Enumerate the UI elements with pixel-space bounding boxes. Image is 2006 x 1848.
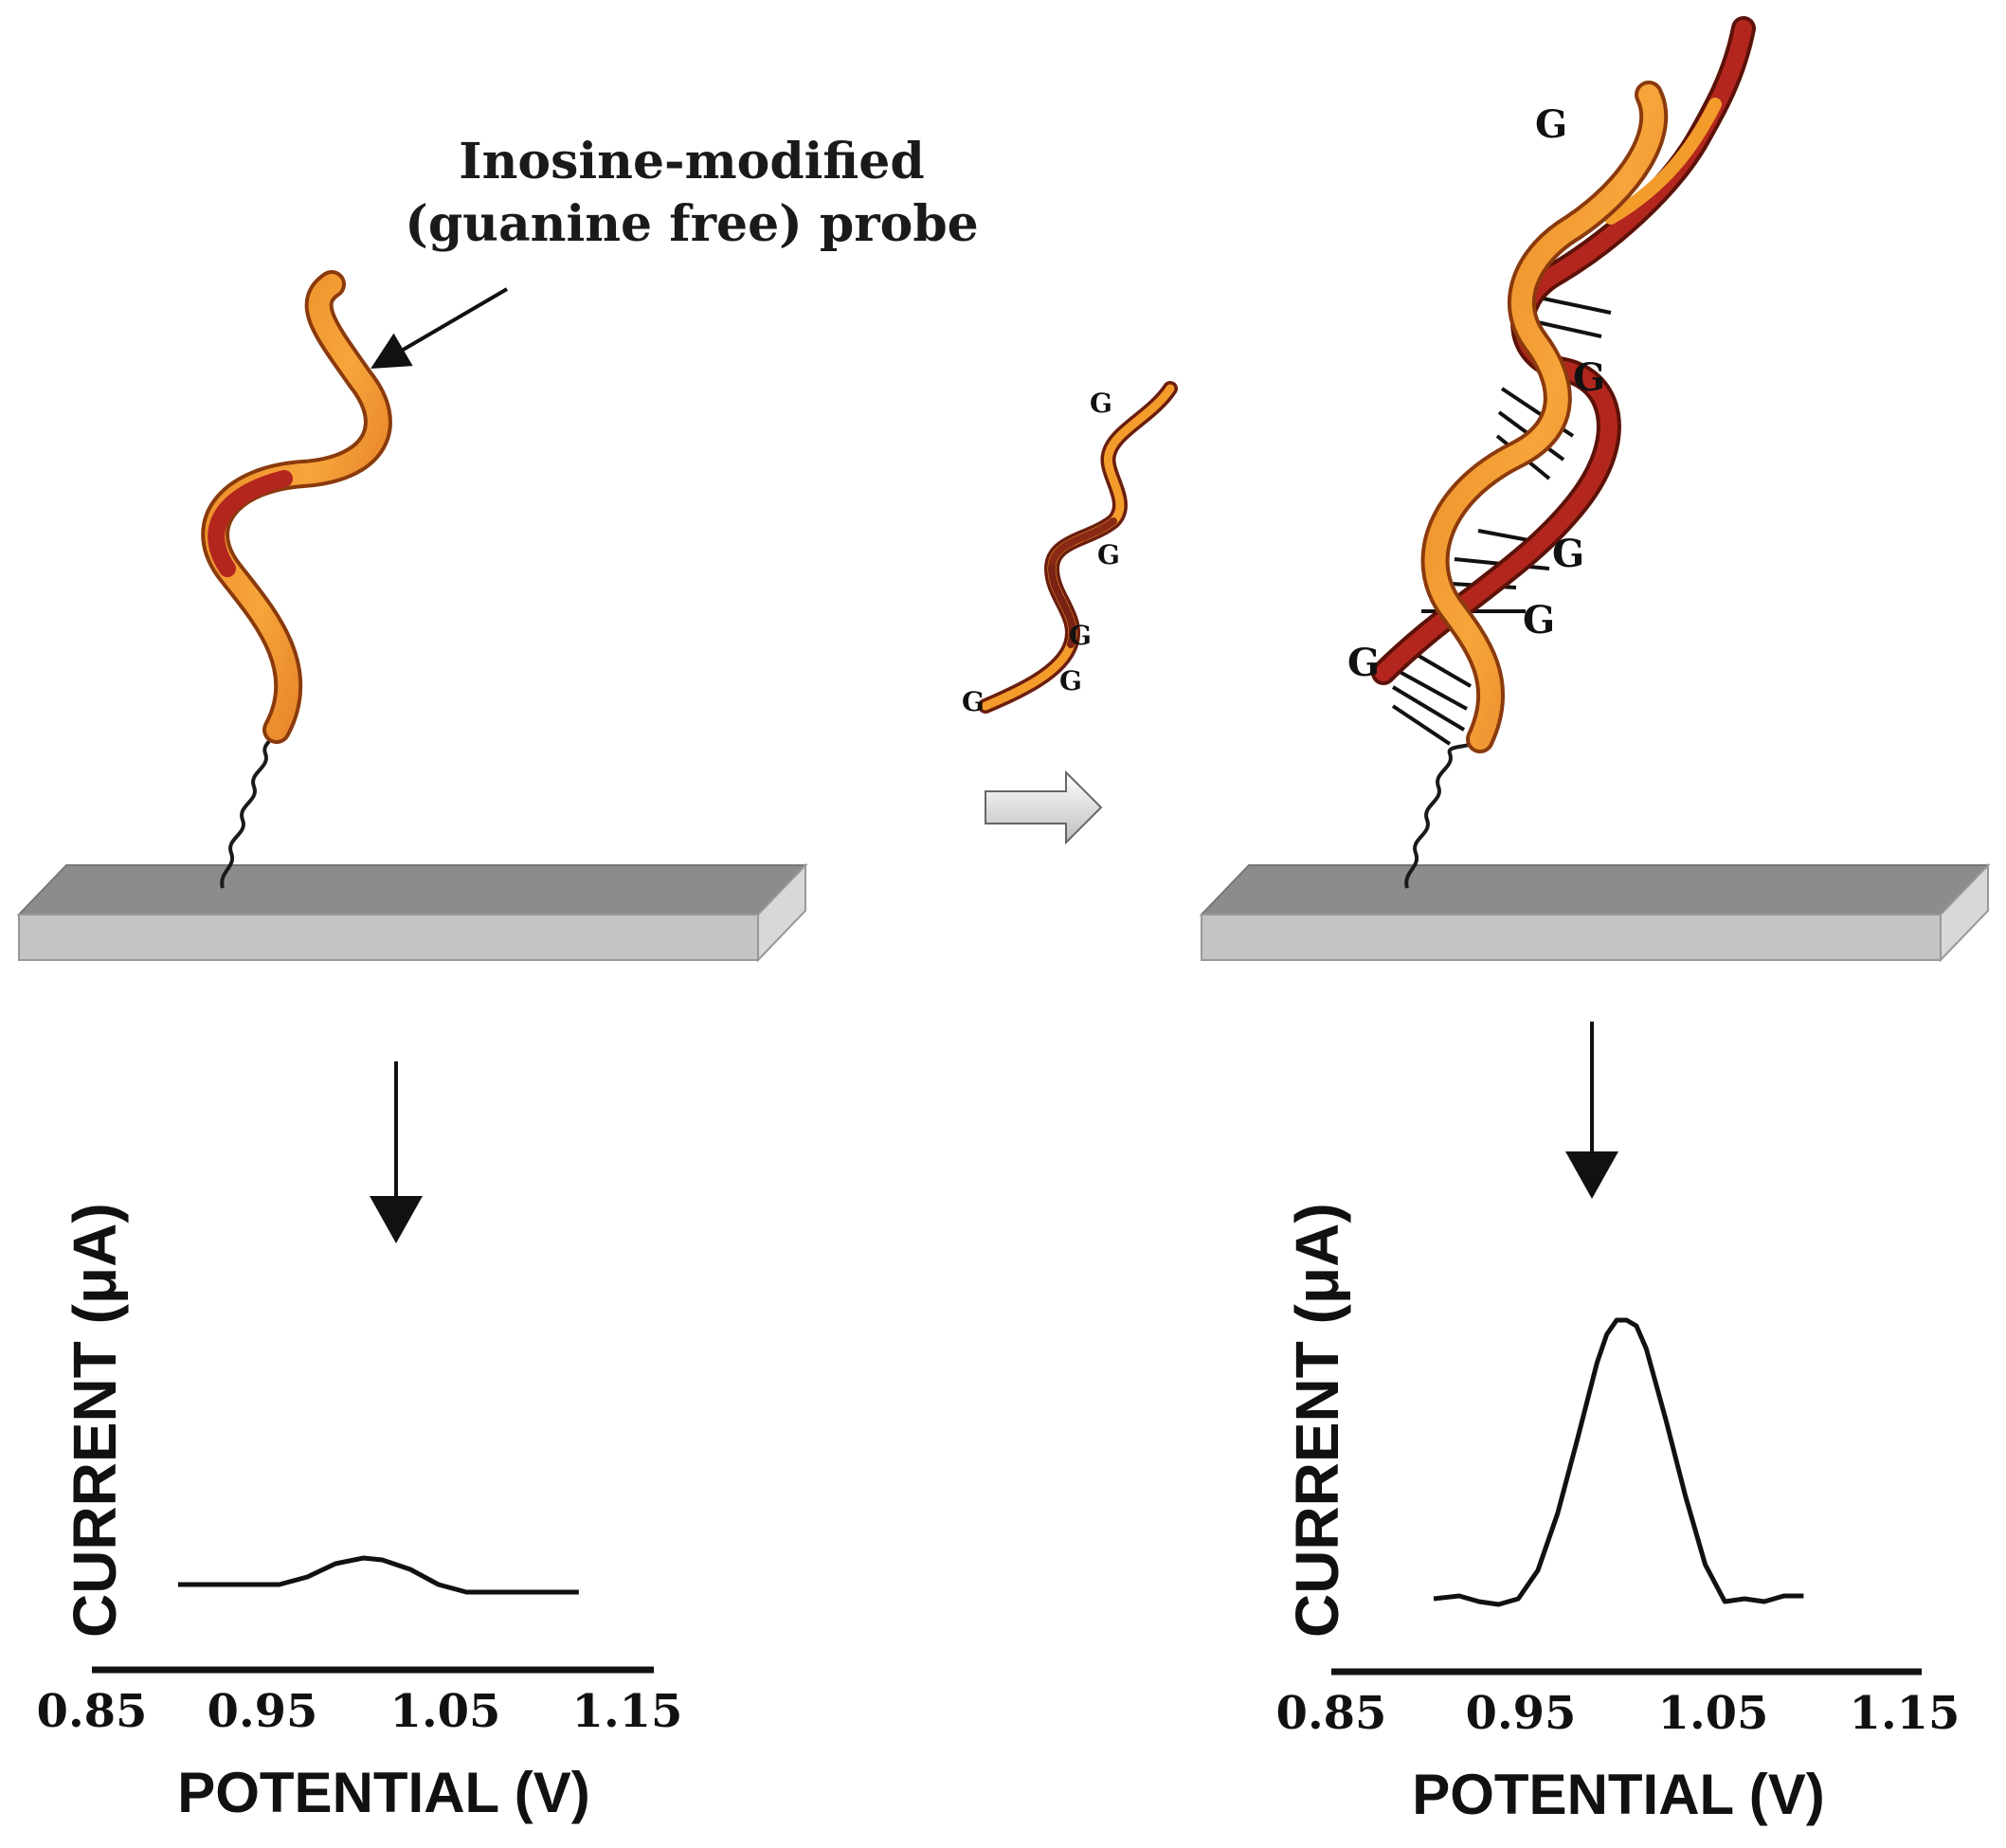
hybrid-g-label-2: G <box>1573 355 1605 400</box>
target-g-label-2: G <box>1059 665 1082 697</box>
right-electrode-top <box>1202 865 1988 915</box>
left-electrode <box>19 865 805 960</box>
left-chart: CURRENT (μA) 0.85 0.95 1.05 1.15 POTENTI… <box>37 1203 683 1824</box>
left-chart-xlabel: POTENTIAL (V) <box>177 1761 590 1824</box>
left-chart-tick-3: 1.05 <box>390 1685 501 1738</box>
left-electrode-front <box>19 915 758 960</box>
left-chart-tick-1: 0.85 <box>37 1685 148 1738</box>
right-chart-series-line <box>1434 1320 1803 1604</box>
hybrid-g-label-3: G <box>1552 532 1584 576</box>
left-down-arrow-head <box>370 1196 423 1243</box>
target-g-label-3: G <box>1069 620 1092 651</box>
left-electrode-top <box>19 865 805 915</box>
inosine-probe-strand <box>215 284 378 730</box>
target-g-label-1: G <box>962 686 985 717</box>
hybrid-probe-strand <box>1436 95 1654 739</box>
right-electrode <box>1202 865 1988 960</box>
right-electrode-front <box>1202 915 1941 960</box>
left-chart-series-line <box>178 1558 579 1592</box>
hybrid-g-label-4: G <box>1523 598 1555 643</box>
right-chart: CURRENT (μA) 0.85 0.95 1.05 1.15 POTENTI… <box>1276 1203 1961 1826</box>
right-down-arrow-head <box>1565 1151 1618 1199</box>
left-linker <box>222 730 277 888</box>
target-g-label-4: G <box>1097 539 1120 571</box>
process-arrow <box>985 772 1101 842</box>
right-chart-tick-1: 0.85 <box>1276 1687 1387 1740</box>
hybrid-g-label-5: G <box>1347 641 1380 685</box>
hybrid-g-label-1: G <box>1535 102 1567 147</box>
target-strand <box>985 389 1170 706</box>
right-chart-tick-4: 1.15 <box>1850 1687 1961 1740</box>
right-chart-ylabel: CURRENT (μA) <box>1283 1203 1351 1638</box>
right-chart-xlabel: POTENTIAL (V) <box>1412 1763 1825 1826</box>
right-chart-tick-2: 0.95 <box>1466 1687 1577 1740</box>
target-g-label-5: G <box>1090 388 1112 419</box>
right-chart-tick-3: 1.05 <box>1658 1687 1769 1740</box>
left-chart-tick-4: 1.15 <box>572 1685 683 1738</box>
callout-arrow <box>377 289 507 365</box>
left-chart-ylabel: CURRENT (μA) <box>61 1203 129 1638</box>
left-chart-tick-2: 0.95 <box>208 1685 318 1738</box>
